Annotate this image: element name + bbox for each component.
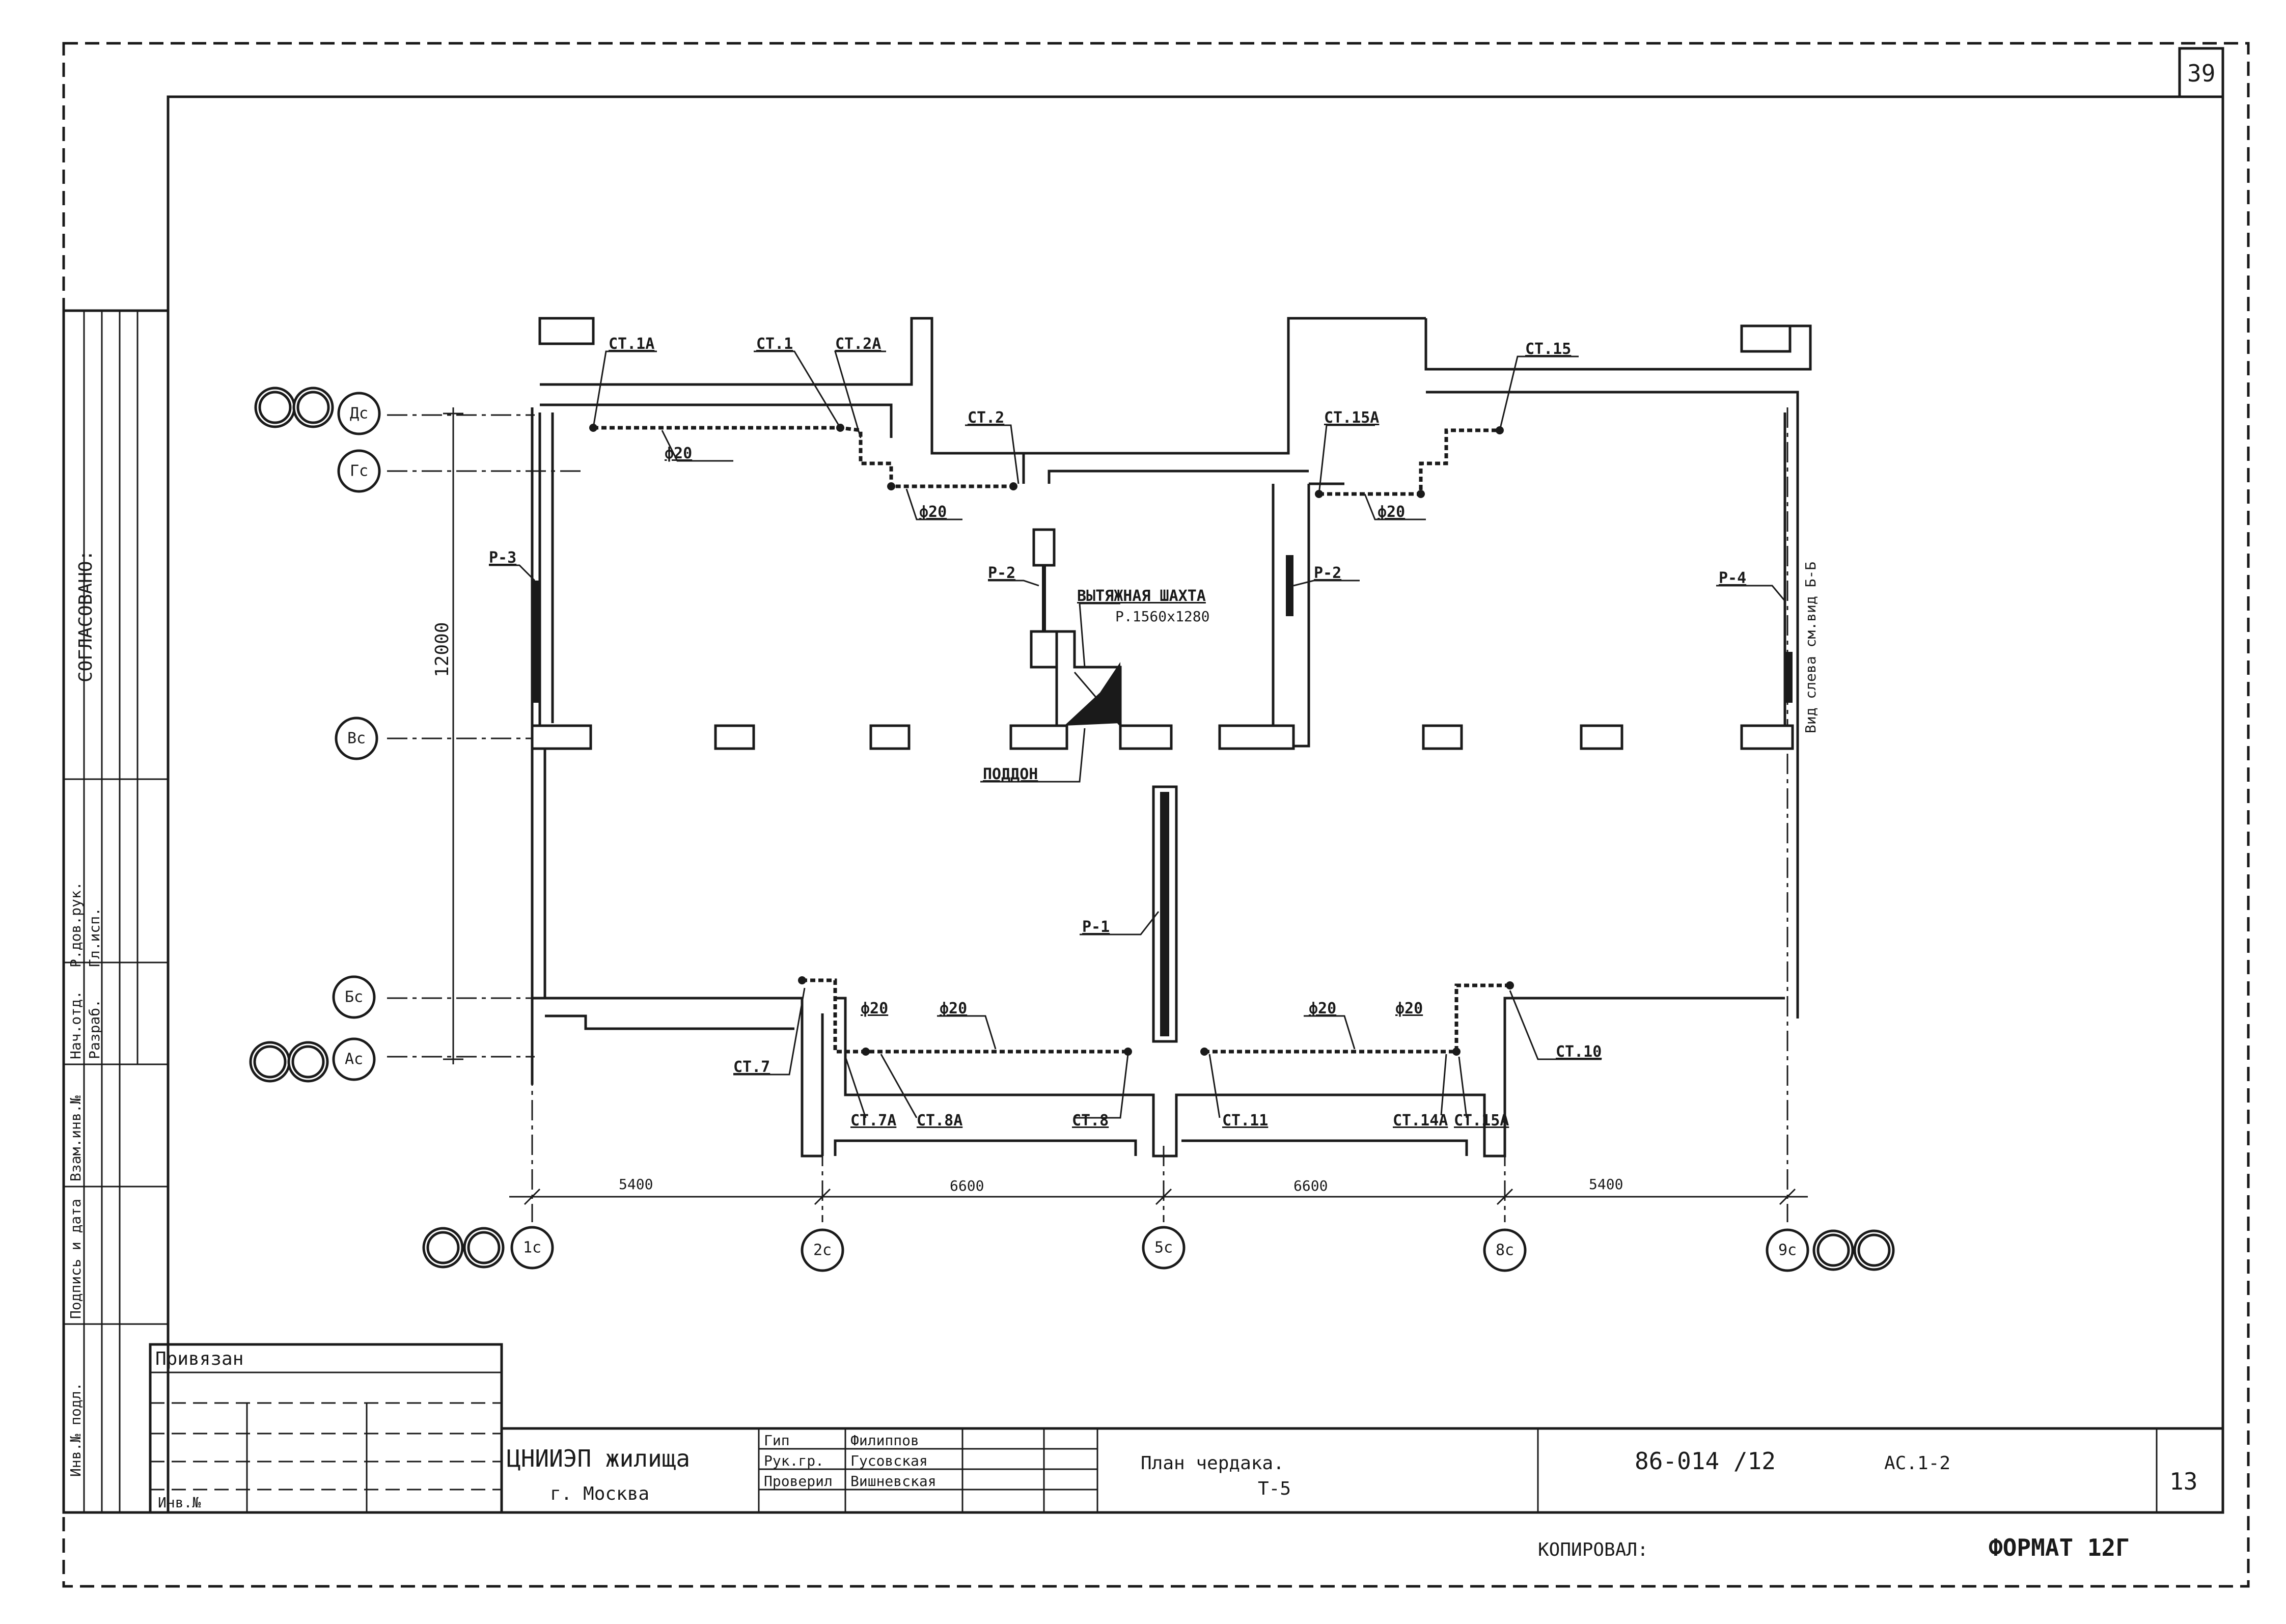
axis-label: Вс	[347, 730, 366, 748]
axis-marker-vc: Вс	[335, 717, 378, 760]
wall-label-st15a-top: СТ.15А	[1324, 409, 1379, 427]
tb-sheet-code: АС.1-2	[1884, 1453, 1950, 1474]
tb-bound: Привязан	[155, 1348, 243, 1369]
rib-r2b-label: Р-2	[1314, 564, 1341, 582]
sheet-number: 39	[2187, 60, 2215, 87]
wall-label-st7: СТ.7	[733, 1058, 770, 1076]
axis-lines	[387, 407, 1788, 1222]
dim-height: 12000	[432, 622, 453, 677]
axis-label: 5с	[1154, 1239, 1173, 1257]
approval-name-2: Гл.исп.	[86, 907, 103, 968]
exhaust-shaft: ВЫТЯЖНАЯ ШАХТА Р.1560х1280 ПОДДОН	[980, 528, 1209, 783]
tb-org-line2: г. Москва	[550, 1483, 649, 1504]
bar-label-5: ф20	[940, 1000, 967, 1017]
axis-label: 1с	[523, 1239, 541, 1257]
axis-marker-5c: 5с	[1142, 1226, 1186, 1270]
tb-staff-role-3: Проверил	[764, 1473, 833, 1490]
axis-marker-bc: Бс	[332, 975, 376, 1019]
row-axis-markers: Дс Гс Вс Бс Ас	[249, 387, 381, 1083]
wall-label-st11: СТ.11	[1222, 1112, 1268, 1130]
shaft-title: ВЫТЯЖНАЯ ШАХТА	[1077, 587, 1206, 605]
rib-r1-label: Р-1	[1082, 918, 1110, 936]
axis-label: Ас	[345, 1051, 363, 1068]
axis-vc-columns	[531, 724, 1794, 750]
axis-marker-ac: Ас	[332, 1037, 376, 1081]
axis-label: Гс	[350, 462, 368, 480]
dim-span-2: 6600	[950, 1177, 984, 1194]
wall-labels: СТ.1А СТ.1 СТ.2А СТ.2 СТ.15А СТ.15 СТ.7 …	[592, 335, 1602, 1130]
tb-staff-name-3: Вишневская	[850, 1473, 937, 1490]
bar-label-7: ф20	[1395, 1000, 1423, 1017]
plan-walls	[531, 317, 1812, 1158]
wall-label-st8: СТ.8	[1072, 1112, 1109, 1130]
rib-r2-label: Р-2	[988, 564, 1015, 582]
axis-label: Бс	[345, 988, 363, 1006]
bar-label-2: ф20	[919, 503, 947, 521]
axis-label: 2с	[813, 1242, 832, 1259]
wall-label-st2: СТ.2	[968, 409, 1004, 427]
dim-span-3: 6600	[1293, 1177, 1328, 1194]
tb-staff-name-1: Филиппов	[850, 1432, 919, 1449]
rib-r4-label: Р-4	[1719, 569, 1746, 587]
axis-marker-8c: 8с	[1483, 1228, 1527, 1272]
tb-sheet-subtitle: Т-5	[1258, 1478, 1291, 1499]
wall-label-st1: СТ.1	[756, 335, 793, 353]
wall-label-st1a: СТ.1А	[609, 335, 654, 353]
wall-label-st10: СТ.10	[1556, 1043, 1602, 1061]
wall-label-st2a: СТ.2А	[835, 335, 881, 353]
approval-col-replace: Взам.инв.№	[67, 1095, 84, 1181]
axis-label: 9с	[1778, 1242, 1797, 1259]
tb-sheet-no: 13	[2169, 1468, 2197, 1495]
approval-role-2: Разраб.	[86, 999, 103, 1059]
title-block: Привязан Инв.№ ЦНИИЭП жилища г. Москва Г…	[149, 1343, 2224, 1514]
approval-col-inv: Инв.№ подл.	[67, 1383, 84, 1477]
side-note: Вид слева см.вид Б-Б	[1802, 562, 1819, 733]
tb-sheet-title: План чердака.	[1141, 1453, 1284, 1474]
dim-span-1: 5400	[619, 1176, 653, 1193]
tray-label: ПОДДОН	[983, 765, 1038, 783]
approval-col-sign: Подпись и дата	[67, 1199, 84, 1319]
axis-marker-1c: 1с	[510, 1226, 554, 1270]
approval-title: СОГЛАСОВАНО:	[75, 550, 96, 682]
shaft-size: Р.1560х1280	[1115, 608, 1209, 625]
dimension-lines: 12000 5400 6600 6600 5400	[432, 407, 1808, 1205]
approval-strip: СОГЛАСОВАНО: Нач.отд. Р.дов.рук. Разраб.…	[62, 309, 170, 1514]
axis-label: Дс	[350, 405, 368, 423]
rib-elements: Р-1 Р-2 Р-2 Р-3 Р-4 Вид слева см.вид Б-Б	[489, 549, 1819, 1043]
bar-label-4: ф20	[861, 1000, 888, 1017]
bar-label-6: ф20	[1309, 1000, 1336, 1017]
footer-copied: КОПИРОВАЛ:	[1538, 1539, 1648, 1560]
axis-marker-dc: Дс	[337, 392, 381, 435]
tb-staff-role-2: Рук.гр.	[764, 1452, 824, 1469]
footer-format: ФОРМАТ 12Г	[1989, 1534, 2130, 1561]
wall-label-st15a: СТ.15А	[1454, 1112, 1509, 1130]
tb-inv-no: Инв.№	[158, 1494, 201, 1511]
approval-name-1: Р.дов.рук.	[67, 882, 84, 968]
axis-marker-9c: 9с	[1766, 1228, 1809, 1272]
axis-label: 8с	[1496, 1242, 1514, 1259]
column-axis-markers: 1с 2с 5с 8с 9с	[422, 1226, 1895, 1272]
approval-role-1: Нач.отд.	[67, 990, 84, 1059]
axis-marker-gc: Гс	[337, 449, 381, 493]
wall-label-st8a: СТ.8А	[917, 1112, 962, 1130]
wall-label-st7a: СТ.7А	[850, 1112, 896, 1130]
bar-label-1: ф20	[665, 445, 692, 462]
wall-label-st15: СТ.15	[1525, 340, 1571, 358]
bar-label-3: ф20	[1378, 503, 1405, 521]
rib-r3-label: Р-3	[489, 549, 516, 567]
tb-staff-name-2: Гусовская	[850, 1452, 928, 1469]
wall-label-st14a: СТ.14А	[1393, 1112, 1448, 1130]
dim-span-4: 5400	[1589, 1176, 1623, 1193]
tb-org-line1: ЦНИИЭП жилища	[507, 1445, 690, 1472]
sheet-footer: КОПИРОВАЛ: ФОРМАТ 12Г	[1538, 1534, 2130, 1561]
tb-staff-role-1: Гип	[764, 1432, 790, 1449]
tb-doc-code: 86-014 /12	[1635, 1447, 1776, 1475]
axis-marker-2c: 2с	[801, 1228, 844, 1272]
